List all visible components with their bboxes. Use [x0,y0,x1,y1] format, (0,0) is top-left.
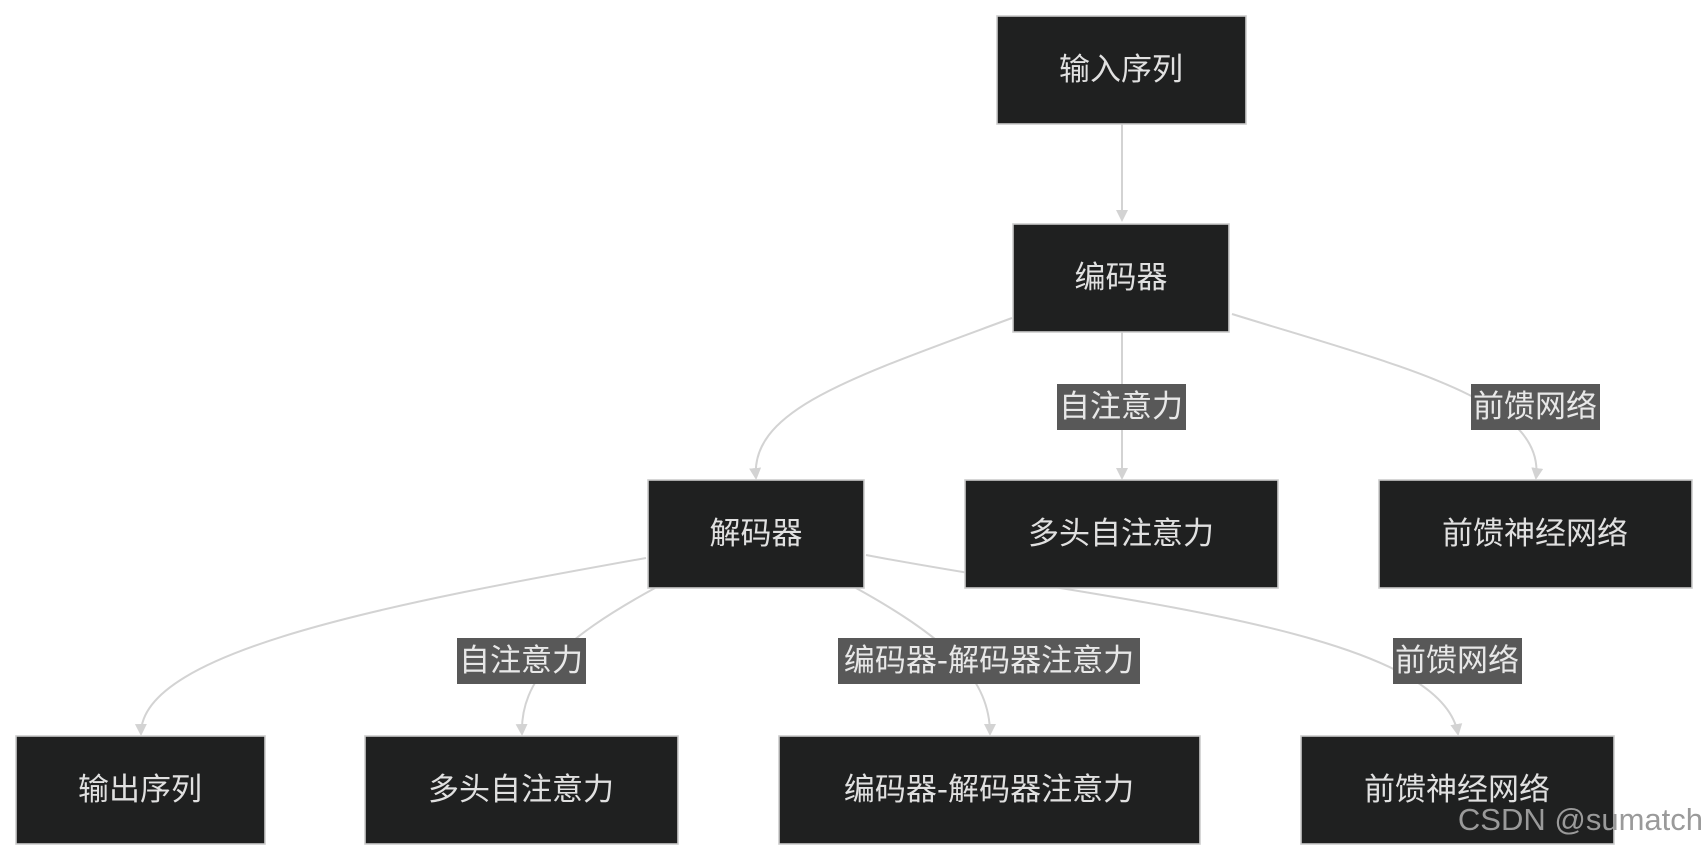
edge-label-bg [1393,638,1522,684]
edge-decoder-to-output [134,557,647,736]
watermark: CSDN @sumatch [1458,802,1703,837]
edge-label-encoder-feedforward: 前馈网络 [1473,389,1597,425]
node-label: 输出序列 [78,772,202,808]
node-output-sequence: 输出序列 [15,735,266,845]
node-decoder-feedforward-network: 前馈神经网络 [1300,735,1615,845]
edge-label-decoder-cross-attention: 编码器-解码器注意力 [844,643,1134,679]
edge-decoder-cross-attention: 编码器-解码器注意力 [838,587,1140,736]
node-label: 输入序列 [1059,52,1183,88]
edge-label-bg [1057,384,1186,430]
node-decoder: 解码器 [647,479,865,589]
edge-label-bg [838,638,1140,684]
edge-decoder-self-attention: 自注意力 [457,587,656,736]
node-label: 解码器 [710,516,803,552]
edge-encoder-feedforward: 前馈网络 [1231,313,1600,480]
node-label: 编码器 [1075,260,1168,296]
node-label: 编码器-解码器注意力 [844,772,1134,808]
node-encoder: 编码器 [1012,223,1230,333]
edge-label-decoder-feedforward: 前馈网络 [1395,643,1519,679]
node-decoder-multihead-self-attention: 多头自注意力 [364,735,679,845]
edge-label-encoder-self-attention: 自注意力 [1059,389,1183,425]
node-encoder-feedforward-network: 前馈神经网络 [1378,479,1693,589]
node-label: 多头自注意力 [428,772,614,808]
edge-label-decoder-self-attention: 自注意力 [459,643,583,679]
edge-encoder-self-attention: 自注意力 [1057,332,1186,480]
node-encoder-multihead-self-attention: 多头自注意力 [964,479,1279,589]
edge-encoder-to-decoder [749,317,1013,480]
node-input-sequence: 输入序列 [996,15,1247,125]
node-label: 多头自注意力 [1028,516,1214,552]
node-encoder-decoder-attention: 编码器-解码器注意力 [778,735,1201,845]
edge-label-bg [457,638,586,684]
node-label: 前馈神经网络 [1442,516,1628,552]
edge-decoder-feedforward: 前馈网络 [865,554,1522,736]
edge-label-bg [1471,384,1600,430]
node-label: 前馈神经网络 [1364,772,1550,808]
